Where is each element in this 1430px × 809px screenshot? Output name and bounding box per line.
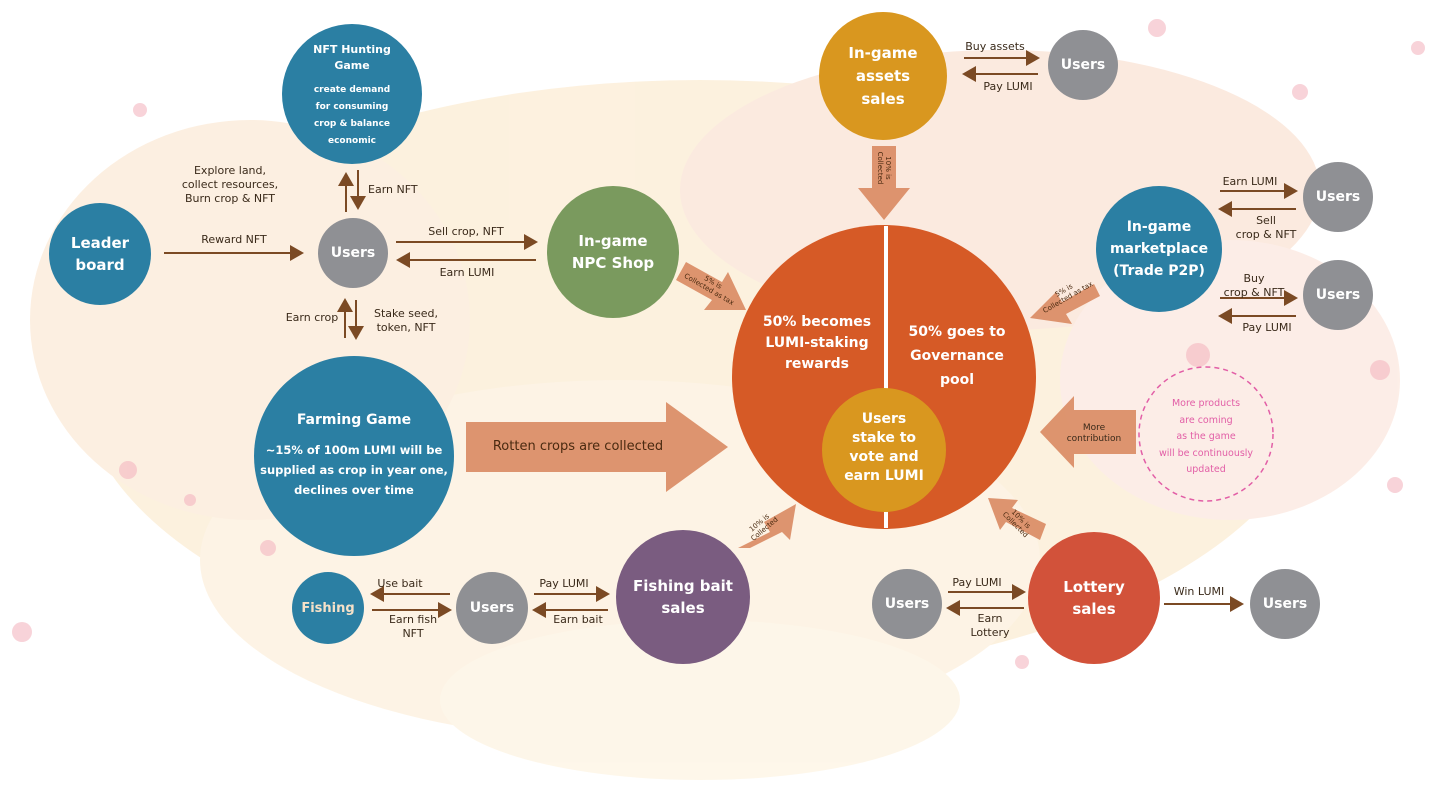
leader-board-node[interactable]: Leader board — [49, 203, 151, 305]
users-lottery-right-label: Users — [1262, 596, 1308, 612]
label-buy-crop-nft: Buy crop & NFT — [1223, 272, 1285, 299]
users-assets-label: Users — [1060, 57, 1106, 73]
label-earn-fish: Earn fish NFT — [388, 613, 438, 640]
fishing-bait-label: Fishing bait sales — [633, 577, 733, 617]
core-right-text: 50% goes to Governance pool — [908, 324, 1006, 388]
more-products-text: More products are coming as the game wil… — [1158, 398, 1254, 475]
users-lottery-left-node[interactable]: Users — [872, 569, 942, 639]
users-market-1-node[interactable]: Users — [1303, 162, 1373, 232]
fishing-node[interactable]: Fishing — [292, 572, 364, 644]
users-market-1-label: Users — [1315, 189, 1361, 205]
label-buy-assets: Buy assets — [965, 40, 1025, 53]
arrow-npc-tax — [676, 262, 746, 310]
label-stake-seed: Stake seed, token, NFT — [373, 307, 439, 334]
label-explore: Explore land, collect resources, Burn cr… — [181, 164, 279, 205]
nft-hunting-title: NFT Hunting Game — [313, 43, 391, 72]
label-reward-nft: Reward NFT — [201, 233, 267, 246]
label-more-contribution: More contribution — [1066, 423, 1122, 444]
farming-game-node[interactable]: Farming Game ~15% of 100m LUMI will be s… — [254, 356, 454, 556]
assets-sales-label: In-game assets sales — [848, 43, 918, 108]
users-assets-node[interactable]: Users — [1048, 30, 1118, 100]
label-earn-crop: Earn crop — [285, 311, 339, 324]
label-earn-lumi-npc: Earn LUMI — [439, 266, 495, 279]
users-market-2-label: Users — [1315, 287, 1361, 303]
label-pay-lumi-bait: Pay LUMI — [539, 577, 589, 590]
label-earn-bait: Earn bait — [553, 613, 603, 626]
nft-hunting-desc: create demand for consuming crop & balan… — [313, 85, 391, 146]
label-use-bait: Use bait — [377, 577, 423, 590]
label-pay-lumi-lottery: Pay LUMI — [952, 576, 1002, 589]
farming-desc: ~15% of 100m LUMI will be supplied as cr… — [260, 443, 448, 497]
arrow-assets-collected — [858, 146, 910, 220]
label-sell-crop-nft: Sell crop & NFT — [1235, 214, 1297, 241]
arrow-bait-collected — [738, 504, 796, 548]
core-inner-circle — [822, 388, 946, 512]
marketplace-node[interactable]: In-game marketplace (Trade P2P) — [1096, 186, 1222, 312]
arrow-lottery-collected — [988, 498, 1046, 540]
users-center-node[interactable]: Users — [318, 218, 388, 288]
npc-shop-label: In-game NPC Shop — [571, 232, 655, 272]
fishing-bait-node[interactable]: Fishing bait sales — [616, 530, 750, 664]
lottery-label: Lottery sales — [1063, 578, 1125, 618]
label-win-lumi: Win LUMI — [1173, 585, 1225, 598]
label-collected-assets: 10% is Collected — [876, 151, 892, 185]
users-fishing-node[interactable]: Users — [456, 572, 528, 644]
more-products-outline — [1138, 366, 1274, 502]
fishing-label: Fishing — [301, 600, 355, 616]
users-lottery-left-label: Users — [884, 596, 930, 612]
npc-shop-node[interactable]: In-game NPC Shop — [547, 186, 679, 318]
users-market-2-node[interactable]: Users — [1303, 260, 1373, 330]
label-pay-lumi-assets: Pay LUMI — [983, 80, 1033, 93]
assets-sales-node[interactable]: In-game assets sales — [819, 12, 947, 140]
pink-spots — [12, 19, 1425, 669]
label-rotten: Rotten crops are collected — [492, 439, 664, 454]
arrow-more-contribution — [1040, 396, 1136, 468]
label-earn-lumi-market: Earn LUMI — [1222, 175, 1278, 188]
users-fishing-label: Users — [469, 600, 515, 616]
leader-board-label: Leader board — [70, 234, 130, 274]
users-center-label: Users — [330, 245, 376, 261]
label-earn-nft: Earn NFT — [368, 183, 418, 196]
arrow-market-tax — [1030, 284, 1100, 324]
label-pay-lumi-market: Pay LUMI — [1242, 321, 1292, 334]
core-left-text: 50% becomes LUMI-staking rewards — [762, 314, 872, 372]
label-sell-crop: Sell crop, NFT — [428, 225, 504, 238]
label-earn-lottery: Earn Lottery — [970, 612, 1010, 639]
marketplace-label: In-game marketplace (Trade P2P) — [1109, 219, 1209, 279]
arrow-rotten-crops — [466, 402, 728, 492]
nft-hunting-node[interactable]: NFT Hunting Game create demand for consu… — [282, 24, 422, 164]
farming-title: Farming Game — [296, 412, 412, 428]
core-inner-text: Users stake to vote and earn LUMI — [844, 411, 924, 484]
users-lottery-right-node[interactable]: Users — [1250, 569, 1320, 639]
lottery-node[interactable]: Lottery sales — [1028, 532, 1160, 664]
